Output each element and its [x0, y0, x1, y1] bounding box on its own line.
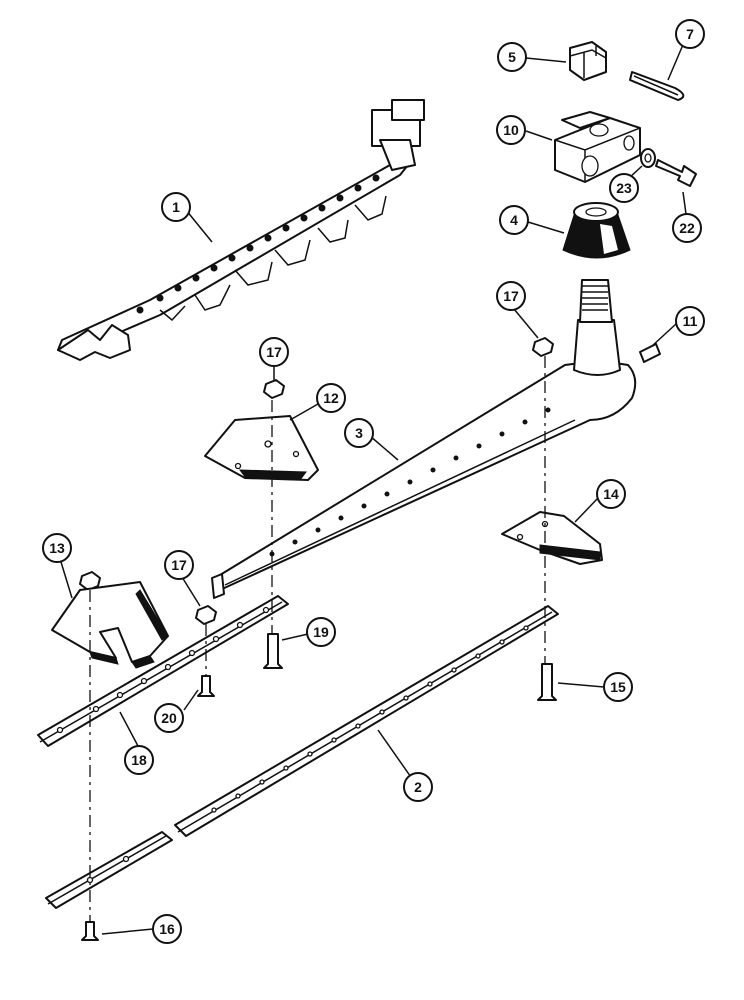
- callout-20: 20: [154, 703, 184, 733]
- svg-text:15: 15: [610, 679, 626, 695]
- castle-nut-part: [569, 41, 607, 81]
- svg-text:11: 11: [683, 313, 698, 329]
- washer-part: [640, 148, 656, 168]
- callout-17: 17: [259, 337, 289, 367]
- pitman-holes: [269, 407, 551, 557]
- svg-text:3: 3: [355, 425, 363, 441]
- knife-bolt-row: [136, 174, 380, 314]
- callout-15: 15: [603, 672, 633, 702]
- callout-22: 22: [672, 213, 702, 243]
- svg-text:16: 16: [159, 921, 175, 937]
- callout-11: 11: [675, 306, 705, 336]
- svg-text:17: 17: [266, 344, 282, 360]
- hex-nut-part: [79, 571, 101, 591]
- carriage-bolt-part: [197, 675, 215, 697]
- svg-text:7: 7: [686, 26, 694, 42]
- svg-text:1: 1: [172, 199, 180, 215]
- callout-18: 18: [124, 745, 154, 775]
- knife-section-teeth: [159, 195, 387, 322]
- alignment-lines: [89, 356, 546, 922]
- cutter-bar-part: [174, 605, 559, 837]
- svg-text:22: 22: [679, 220, 695, 236]
- callout-19: 19: [306, 617, 336, 647]
- hex-nut-part: [263, 379, 285, 399]
- pitman-arm-part: [211, 279, 637, 599]
- guard-plate-part: [501, 511, 603, 565]
- bolt-part: [655, 159, 697, 187]
- callout-1: 1: [161, 192, 191, 222]
- svg-text:10: 10: [503, 122, 519, 138]
- knife-section-part: [51, 581, 169, 669]
- callout-14: 14: [596, 479, 626, 509]
- callout-10: 10: [496, 115, 526, 145]
- callout-16: 16: [152, 914, 182, 944]
- svg-text:5: 5: [508, 49, 516, 65]
- carriage-bolt-part: [263, 633, 283, 669]
- svg-text:13: 13: [49, 540, 65, 556]
- grease-fitting-part: [639, 343, 661, 363]
- block-part: [554, 111, 641, 183]
- hex-nut-part: [532, 337, 554, 357]
- svg-text:20: 20: [161, 710, 177, 726]
- callout-3: 3: [344, 418, 374, 448]
- callout-23: 23: [609, 173, 639, 203]
- ledger-plate-part: [204, 415, 319, 481]
- callout-7: 7: [675, 19, 705, 49]
- svg-text:12: 12: [323, 390, 339, 406]
- svg-text:14: 14: [603, 486, 619, 502]
- knife-assembly-part: [57, 99, 425, 361]
- svg-text:23: 23: [616, 180, 632, 196]
- svg-text:2: 2: [414, 779, 422, 795]
- spindle-thread: [582, 285, 608, 311]
- cotter-pin-part: [629, 71, 685, 101]
- cone-bushing-part: [562, 202, 631, 259]
- bar-holes: [56, 606, 270, 734]
- callout-17: 17: [164, 550, 194, 580]
- callout-5: 5: [497, 42, 527, 72]
- carriage-bolt-part: [81, 921, 99, 941]
- short-bar-part: [45, 831, 173, 909]
- svg-text:4: 4: [510, 212, 518, 228]
- svg-text:18: 18: [131, 752, 147, 768]
- svg-text:19: 19: [313, 624, 329, 640]
- callout-4: 4: [499, 205, 529, 235]
- callout-2: 2: [403, 772, 433, 802]
- svg-text:17: 17: [171, 557, 187, 573]
- callout-13: 13: [42, 533, 72, 563]
- bar-part: [37, 595, 289, 747]
- callout-17: 17: [496, 281, 526, 311]
- hex-nut-part: [195, 605, 217, 625]
- cutter-bar-holes: [211, 625, 529, 813]
- callout-12: 12: [316, 383, 346, 413]
- carriage-bolt-part: [537, 663, 557, 701]
- svg-text:17: 17: [503, 288, 519, 304]
